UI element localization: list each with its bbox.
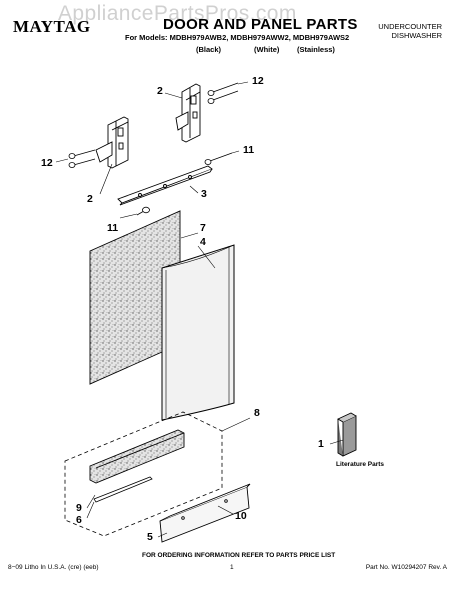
callout-leaders bbox=[55, 81, 344, 538]
screw-12-left bbox=[68, 149, 96, 168]
product-line-1: UNDERCOUNTER bbox=[378, 22, 442, 31]
hinge-bracket-left bbox=[95, 116, 129, 169]
callout-9: 9 bbox=[76, 502, 82, 514]
screw-11-left bbox=[136, 206, 150, 216]
litho-info: 8−09 Litho In U.S.A. (cre) (eeb) bbox=[8, 564, 99, 571]
part-number: Part No. W10294207 Rev. A bbox=[365, 564, 447, 571]
callout-8: 8 bbox=[254, 407, 260, 419]
variant-stainless: (Stainless) bbox=[297, 45, 335, 54]
callout-12-top: 12 bbox=[252, 75, 264, 87]
callout-11-left: 11 bbox=[107, 222, 119, 234]
brand-logo: MAYTAG bbox=[13, 17, 91, 36]
callout-4: 4 bbox=[200, 236, 206, 248]
callout-6: 6 bbox=[76, 514, 82, 526]
toe-kick-panel bbox=[159, 483, 251, 543]
door-rail bbox=[117, 165, 213, 206]
toe-kick-strip bbox=[93, 476, 153, 503]
variant-black: (Black) bbox=[196, 45, 222, 54]
variant-white: (White) bbox=[254, 45, 280, 54]
watermark-text: AppliancePartsPros.com bbox=[58, 2, 297, 25]
callout-5: 5 bbox=[147, 531, 153, 543]
callout-11-right: 11 bbox=[243, 144, 255, 156]
callout-10: 10 bbox=[235, 510, 247, 522]
ordering-note: FOR ORDERING INFORMATION REFER TO PARTS … bbox=[142, 552, 336, 559]
page-number: 1 bbox=[230, 564, 234, 571]
outer-door-panel bbox=[161, 244, 235, 421]
toe-kick-insulation bbox=[89, 429, 185, 484]
callout-2-left: 2 bbox=[87, 193, 93, 205]
literature-parts-label: Literature Parts bbox=[336, 461, 385, 468]
callout-2-top: 2 bbox=[157, 85, 163, 97]
product-line-2: DISHWASHER bbox=[391, 31, 442, 40]
model-list: For Models: MDBH979AWB2, MDBH979AWW2, MD… bbox=[125, 33, 350, 42]
kit-dashed-outline bbox=[64, 411, 223, 537]
screw-11-right bbox=[204, 152, 233, 165]
callout-7: 7 bbox=[200, 222, 206, 234]
hinge-bracket-right bbox=[175, 83, 201, 143]
page-title: DOOR AND PANEL PARTS bbox=[163, 16, 358, 33]
screw-12-right bbox=[207, 82, 239, 104]
callout-1: 1 bbox=[318, 438, 324, 450]
literature-pack bbox=[337, 412, 357, 457]
callout-3: 3 bbox=[201, 188, 207, 200]
callout-12-left: 12 bbox=[41, 157, 53, 169]
